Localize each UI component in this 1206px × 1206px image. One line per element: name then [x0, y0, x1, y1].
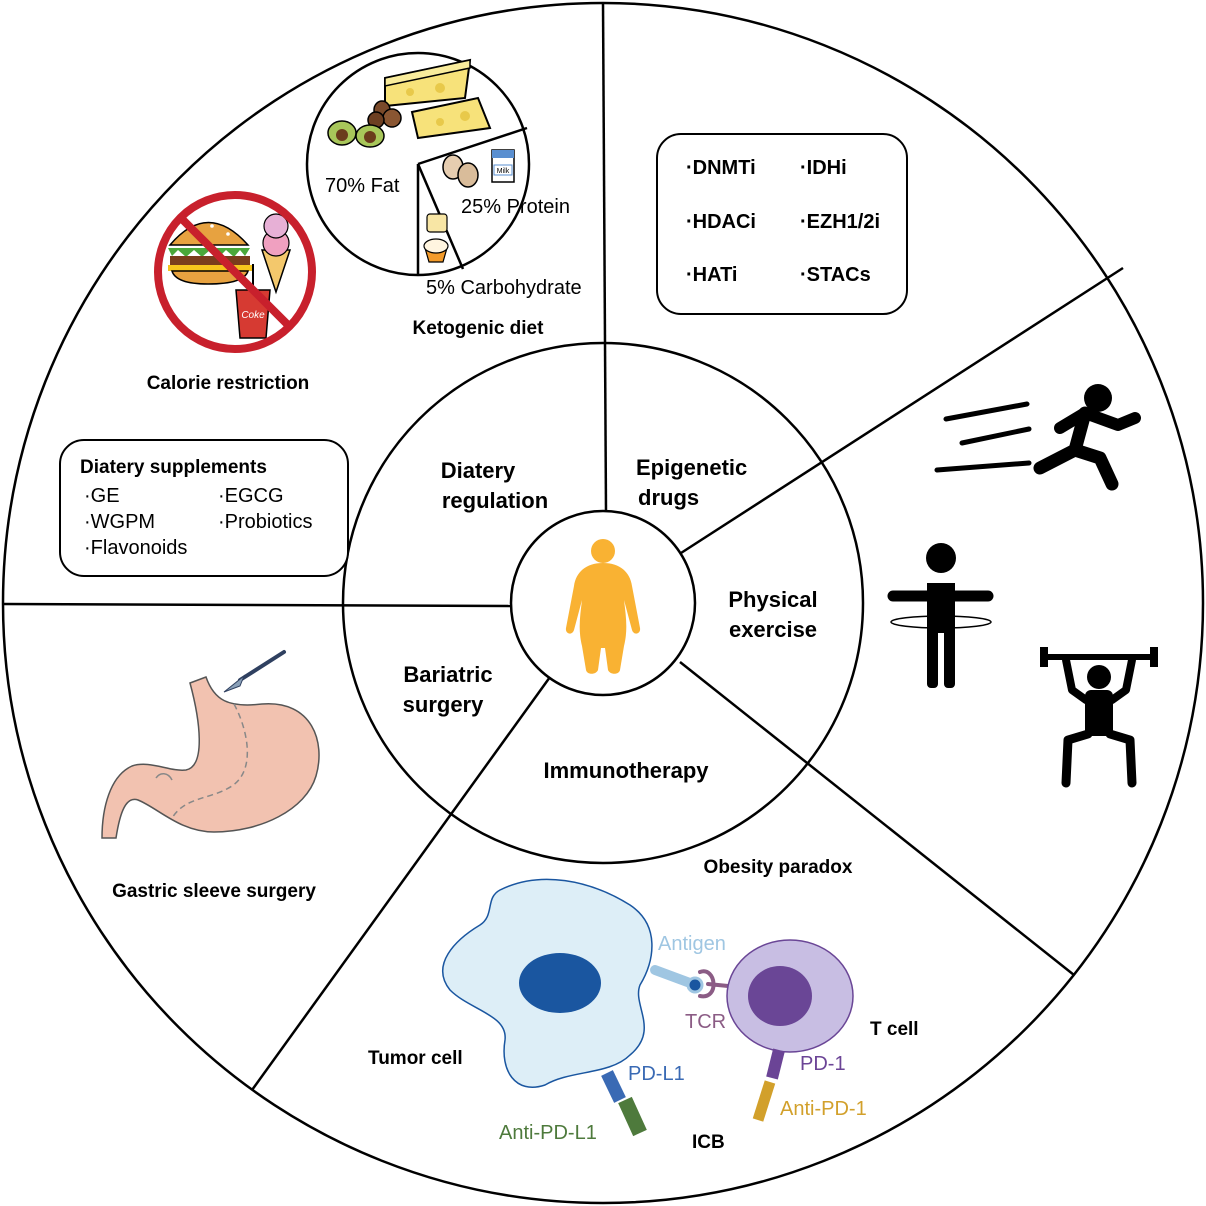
hula-hoop-icon: [887, 543, 994, 688]
divider-upper-right: [680, 266, 1124, 555]
antigen-label: Antigen: [658, 933, 726, 955]
gastric-sleeve-title: Gastric sleeve surgery: [112, 881, 316, 902]
label-epigenetic-drugs-1: Epigenetic: [636, 455, 747, 480]
antigen-stalk: [650, 965, 695, 988]
supplement-item: ·Probiotics: [218, 511, 312, 533]
drug-item: ·EZH1/2i: [800, 211, 880, 233]
t-cell-label: T cell: [870, 1019, 919, 1040]
supplements-title: Diatery supplements: [80, 457, 267, 478]
drug-item: ·HATi: [686, 264, 737, 286]
nuts-icon: [367, 100, 402, 129]
supplements-box: Diatery supplements ·GE ·EGCG ·WGPM ·Pro…: [59, 439, 349, 577]
anti-pd-1-antibody: [752, 1080, 776, 1122]
tcr-receptor: [698, 969, 730, 999]
divider-lower-left: [250, 676, 552, 1091]
calorie-restriction-icon: Coke Calorie restriction: [147, 191, 316, 394]
milk-carton-icon: Milk: [491, 149, 515, 183]
immunotherapy-illustration: Obesity paradox Antigen TCR T cell PD-L1…: [368, 857, 919, 1153]
no-sign-bar: [178, 215, 292, 329]
ice-cream-icon: [260, 213, 292, 295]
obese-body-icon: [565, 539, 641, 674]
divider-top: [601, 2, 608, 513]
supplement-item: ·Flavonoids: [84, 537, 187, 559]
divider-left: [2, 602, 513, 608]
bread-muffin-icon: [423, 213, 449, 263]
anti-pd-1-label: Anti-PD-1: [780, 1098, 867, 1120]
obesity-paradox-title: Obesity paradox: [704, 857, 853, 878]
tumor-cell-label: Tumor cell: [368, 1048, 463, 1069]
label-bariatric-surgery-2: surgery: [403, 692, 484, 717]
supplement-item: ·GE: [84, 485, 120, 507]
supplement-item: ·EGCG: [218, 485, 284, 507]
avocado-icon: [327, 120, 385, 148]
tumor-nucleus: [519, 953, 601, 1013]
drug-item: ·STACs: [800, 264, 871, 286]
calorie-restriction-title: Calorie restriction: [147, 373, 310, 394]
weightlifter-icon: [1040, 647, 1158, 788]
label-dietary-regulation-1: Diatery: [441, 458, 516, 483]
svg-text:Milk: Milk: [497, 168, 510, 175]
runner-icon: [934, 384, 1141, 491]
label-bariatric-surgery-1: Bariatric: [403, 662, 492, 687]
stomach-icon: [101, 676, 320, 839]
label-dietary-regulation-2: regulation: [442, 488, 548, 513]
label-immunotherapy: Immunotherapy: [543, 758, 709, 783]
label-physical-exercise-1: Physical: [728, 587, 817, 612]
divider-lower-right: [679, 661, 1075, 976]
protein-label: 25% Protein: [461, 196, 570, 218]
drug-item: ·IDHi: [800, 157, 847, 179]
ketogenic-pie: Milk 70% Fat 25% Protein 5% Carbohydrate…: [305, 51, 582, 339]
ketogenic-title: Ketogenic diet: [413, 318, 545, 339]
pd-l1-label: PD-L1: [628, 1063, 685, 1085]
label-epigenetic-drugs-2: drugs: [638, 485, 699, 510]
anti-pd-l1-label: Anti-PD-L1: [499, 1122, 597, 1144]
middle-circle: [341, 341, 865, 865]
t-cell-nucleus: [748, 966, 812, 1026]
epigenetic-drugs-box: ·DNMTi ·IDHi ·HDACi ·EZH1/2i ·HATi ·STAC…: [656, 133, 908, 315]
drug-item: ·HDACi: [686, 211, 756, 233]
cheese-icon: [384, 58, 492, 140]
anti-pd-l1-antibody: [618, 1096, 647, 1137]
icb-label: ICB: [692, 1132, 725, 1153]
supplement-item: ·WGPM: [84, 511, 155, 533]
pd-1-label: PD-1: [800, 1053, 846, 1075]
pd-1-receptor: [766, 1048, 785, 1080]
fat-label: 70% Fat: [325, 175, 400, 197]
scalpel-icon: [223, 650, 286, 693]
label-physical-exercise-2: exercise: [729, 617, 817, 642]
carb-label: 5% Carbohydrate: [426, 277, 582, 299]
eggs-icon: [442, 154, 479, 188]
inner-circle: [509, 509, 697, 697]
svg-text:Coke: Coke: [241, 310, 265, 321]
drug-item: ·DNMTi: [686, 157, 756, 179]
pd-l1-receptor: [601, 1070, 626, 1103]
tcr-label: TCR: [685, 1011, 726, 1033]
antigen-head: [686, 976, 704, 994]
no-sign-ring: [154, 191, 316, 353]
